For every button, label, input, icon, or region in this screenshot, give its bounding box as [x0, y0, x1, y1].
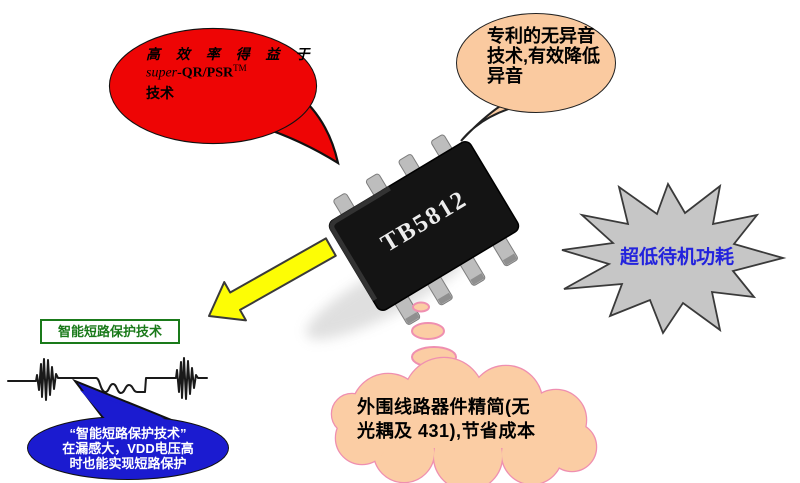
efficiency-bubble-brand: super-QR/PSRTM: [146, 63, 316, 82]
simplified-bom-text: 外围线路器件精简(无 光耦及 431),节省成本: [357, 397, 536, 441]
brand-main: -QR/PSR: [177, 65, 234, 81]
efficiency-bubble-line1: 高 效 率 得 益 于: [146, 46, 316, 62]
patent-noise-bubble-text: 专利的无异音 技术,有效降低 异音: [487, 26, 601, 86]
efficiency-bubble-line3: 技术: [146, 85, 174, 101]
yellow-arrow: [208, 237, 337, 322]
cloud-callout: [330, 356, 598, 483]
short-circuit-note-text: “智能短路保护技术” 在漏感大，VDD电压高 时也能实现短路保护: [62, 426, 194, 471]
chip-photo: [328, 134, 520, 325]
chip-body-highlight: [329, 186, 391, 302]
standby-power-text: 超低待机功耗: [619, 247, 734, 268]
brand-prefix: super: [146, 65, 178, 81]
blue-speech-bubble: [27, 378, 229, 480]
short-circuit-title-box: 智能短路保护技术: [40, 319, 180, 344]
starburst-callout: [561, 181, 787, 335]
red-speech-bubble: [108, 27, 340, 166]
peach-speech-bubble: [456, 13, 616, 142]
brand-trademark: TM: [233, 63, 247, 73]
chip-pins: [333, 134, 518, 325]
waveform-trace: [7, 357, 208, 401]
